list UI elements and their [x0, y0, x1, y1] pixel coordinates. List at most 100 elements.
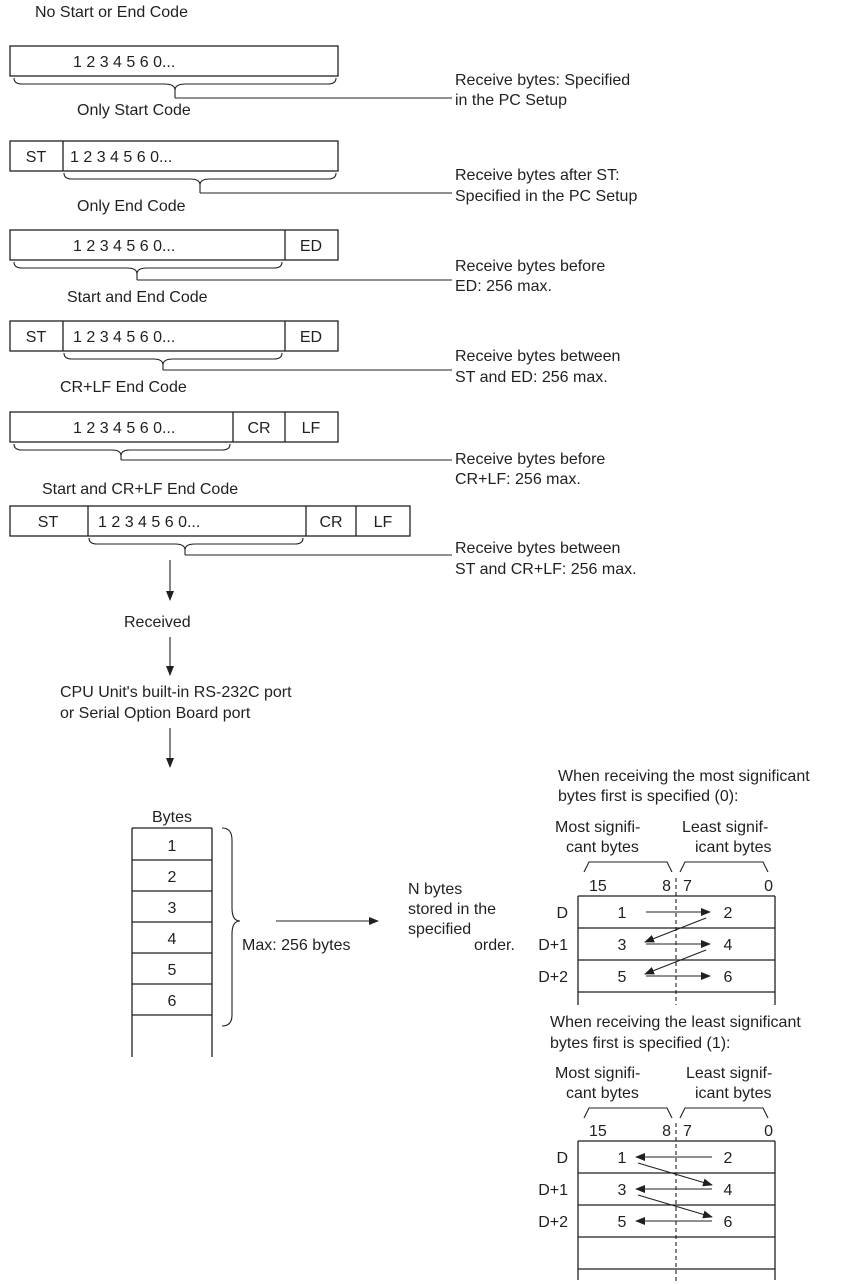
- word-label: D+2: [538, 1214, 568, 1231]
- frame-crlf-end: CR+LF End Code 1 2 3 4 5 6 0... CR LF Re…: [9, 379, 605, 488]
- byte-left: 3: [618, 937, 627, 954]
- received-label: Received: [124, 614, 191, 631]
- byte-cell: 3: [168, 900, 177, 917]
- frame-no-start-end: No Start or End Code 1 2 3 4 5 6 0... Re…: [9, 4, 630, 109]
- frame-end-code: ED: [300, 238, 322, 255]
- msb-label-line1: Most signifi-: [555, 1065, 640, 1082]
- word-label: D: [556, 905, 568, 922]
- frame-start-and-crlf-end: Start and CR+LF End Code ST 1 2 3 4 5 6 …: [9, 481, 637, 578]
- frame-only-start: Only Start Code ST 1 2 3 4 5 6 0... Rece…: [9, 102, 637, 205]
- bytes-brace: [221, 827, 241, 1027]
- byte-left: 5: [618, 969, 627, 986]
- frame-title: Only End Code: [77, 198, 186, 215]
- frame-data-text: 1 2 3 4 5 6 0...: [98, 514, 200, 531]
- frame-data-box: [9, 505, 411, 537]
- frame-data-box: [9, 320, 339, 352]
- lsb-label-line2: icant bytes: [695, 1085, 771, 1102]
- stored-label-line4: order.: [474, 937, 515, 954]
- frame-title: Only Start Code: [77, 102, 191, 119]
- frame-data-text: 1 2 3 4 5 6 0...: [73, 54, 175, 71]
- bytes-table: Bytes 1 2 3 4 5 6 Max: 256 bytes N bytes…: [131, 809, 515, 1057]
- bit-8: 8: [662, 878, 671, 895]
- stored-label-line3: specified: [408, 921, 471, 938]
- order-arrow: [644, 917, 707, 943]
- byte-left: 5: [618, 1214, 627, 1231]
- frame-data-box: [9, 411, 339, 443]
- receive-flow: Received CPU Unit's built-in RS-232C por…: [60, 560, 292, 768]
- frame-start-code: ST: [26, 149, 47, 166]
- frame-brace: [88, 537, 304, 551]
- storage-caption-line1: When receiving the most significant: [558, 768, 810, 785]
- frame-start-code: ST: [26, 329, 47, 346]
- frame-desc-line1: Receive bytes between: [455, 540, 620, 557]
- frame-brace: [63, 352, 283, 366]
- frame-end-code-lf: LF: [374, 514, 393, 531]
- frame-data-box: [9, 45, 339, 77]
- frame-title: CR+LF End Code: [60, 379, 187, 396]
- byte-left: 1: [618, 905, 627, 922]
- max-bytes-label: Max: 256 bytes: [242, 937, 351, 954]
- frame-desc-line1: Receive bytes between: [455, 348, 620, 365]
- byte-cell: 1: [168, 838, 177, 855]
- frame-desc-line1: Receive bytes after ST:: [455, 167, 620, 184]
- byte-cell: 5: [168, 962, 177, 979]
- order-arrow: [637, 1162, 713, 1187]
- byte-right: 4: [724, 937, 733, 954]
- frame-data-text: 1 2 3 4 5 6 0...: [73, 238, 175, 255]
- lsb-label-line1: Least signif-: [682, 819, 768, 836]
- frame-start-and-end: Start and End Code ST 1 2 3 4 5 6 0... E…: [9, 289, 620, 386]
- frame-title: Start and End Code: [67, 289, 208, 306]
- lsb-label-line1: Least signif-: [686, 1065, 772, 1082]
- storage-caption-line2: bytes first is specified (1):: [550, 1035, 731, 1052]
- frame-end-code-lf: LF: [302, 420, 321, 437]
- lsb-label-line2: icant bytes: [695, 839, 771, 856]
- word-label: D+1: [538, 1182, 568, 1199]
- byte-right: 6: [724, 1214, 733, 1231]
- frame-data-text: 1 2 3 4 5 6 0...: [70, 149, 172, 166]
- storage-caption-line1: When receiving the least significant: [550, 1014, 801, 1031]
- byte-right: 2: [724, 1150, 733, 1167]
- frame-desc-line2: CR+LF: 256 max.: [455, 471, 581, 488]
- bit-0: 0: [764, 878, 773, 895]
- storage-lsb-first: When receiving the least significant byt…: [538, 1014, 801, 1282]
- bytes-header: Bytes: [152, 809, 192, 826]
- port-label-line2: or Serial Option Board port: [60, 705, 251, 722]
- frame-desc-line2: ST and ED: 256 max.: [455, 369, 608, 386]
- msb-label-line1: Most signifi-: [555, 819, 640, 836]
- bit-15: 15: [589, 1123, 607, 1140]
- frame-brace: [13, 443, 231, 457]
- frame-brace: [13, 261, 283, 275]
- byte-right: 2: [724, 905, 733, 922]
- frame-title: No Start or End Code: [35, 4, 188, 21]
- bit-0: 0: [764, 1123, 773, 1140]
- word-label: D+1: [538, 937, 568, 954]
- bit-7: 7: [683, 1123, 692, 1140]
- frame-end-code-cr: CR: [247, 420, 270, 437]
- word-label: D+2: [538, 969, 568, 986]
- frame-start-code: ST: [38, 514, 59, 531]
- frame-desc-line2: in the PC Setup: [455, 92, 567, 109]
- msb-label-line2: cant bytes: [566, 1085, 639, 1102]
- byte-right: 4: [724, 1182, 733, 1199]
- frame-desc-line1: Receive bytes: Specified: [455, 72, 630, 89]
- stored-label-line2: stored in the: [408, 901, 496, 918]
- frame-data-box: [9, 140, 339, 172]
- storage-caption-line2: bytes first is specified (0):: [558, 788, 739, 805]
- bit-7: 7: [683, 878, 692, 895]
- frame-desc-line1: Receive bytes before: [455, 258, 605, 275]
- frame-desc-line1: Receive bytes before: [455, 451, 605, 468]
- frame-title: Start and CR+LF End Code: [42, 481, 238, 498]
- frame-end-code-cr: CR: [319, 514, 342, 531]
- port-label-line1: CPU Unit's built-in RS-232C port: [60, 684, 292, 701]
- frame-desc-line2: Specified in the PC Setup: [455, 188, 637, 205]
- word-label: D: [556, 1150, 568, 1167]
- frame-end-code: ED: [300, 329, 322, 346]
- byte-cell: 2: [168, 869, 177, 886]
- byte-cell: 6: [168, 993, 177, 1010]
- byte-left: 1: [618, 1150, 627, 1167]
- byte-left: 3: [618, 1182, 627, 1199]
- frame-data-text: 1 2 3 4 5 6 0...: [73, 329, 175, 346]
- frame-brace: [63, 172, 337, 186]
- byte-right: 6: [724, 969, 733, 986]
